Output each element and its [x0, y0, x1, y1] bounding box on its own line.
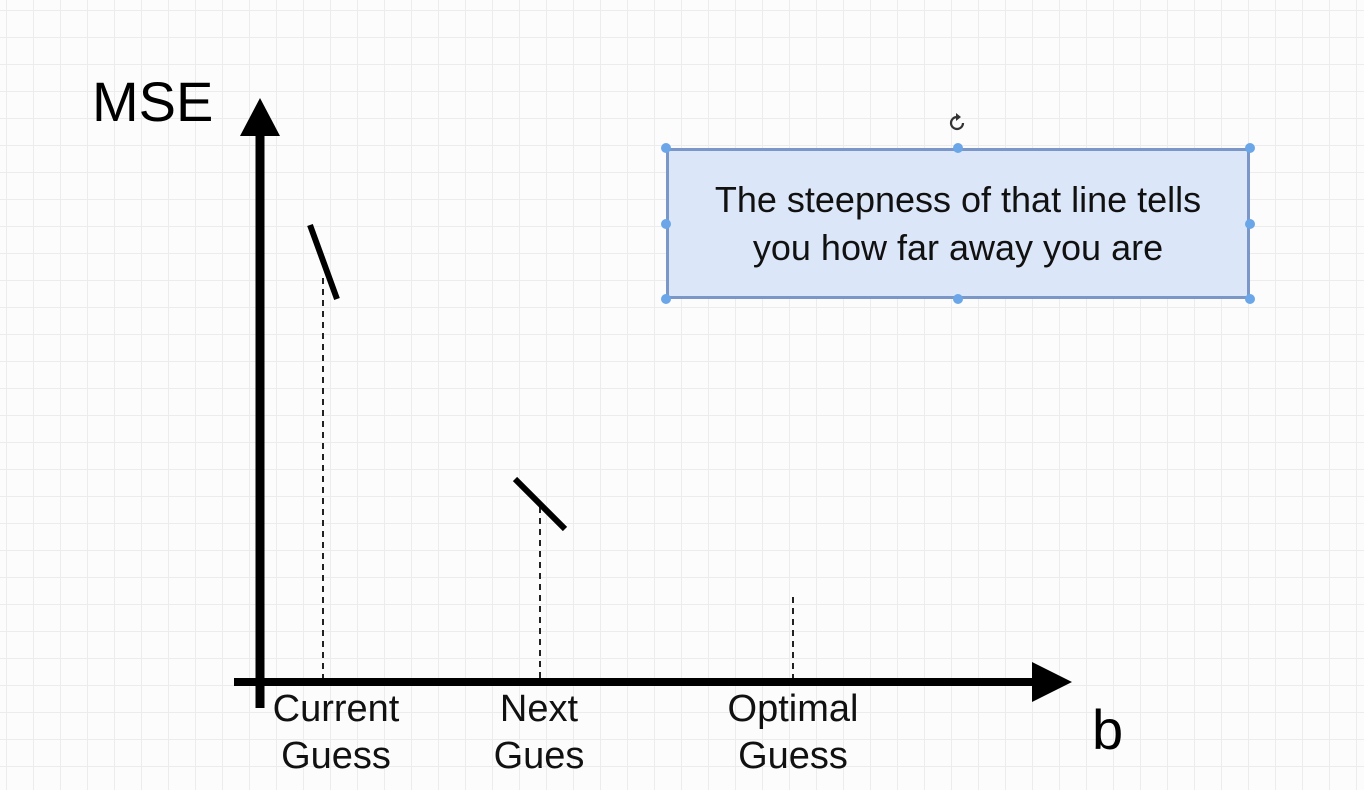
rotate-icon[interactable]	[946, 112, 968, 134]
note-line1: The steepness of that line tells	[714, 178, 1202, 220]
resize-handle-right[interactable]	[1245, 219, 1255, 229]
note-text-box[interactable]: The steepness of that line tells you how…	[666, 148, 1250, 299]
current-guess-label: Current Guess	[236, 686, 436, 780]
next-guess-label-line1: Next	[499, 688, 579, 730]
y-axis-label: MSE	[92, 70, 214, 133]
x-axis-label: b	[1092, 698, 1124, 761]
current-guess-label-line2: Guess	[281, 735, 391, 777]
optimal-guess-label-line2: Guess	[738, 735, 848, 777]
resize-handle-bottom-left[interactable]	[661, 294, 671, 304]
next-guess-label-line2: Gues	[493, 735, 585, 777]
y-axis-arrowhead	[240, 98, 280, 136]
resize-handle-bottom-right[interactable]	[1245, 294, 1255, 304]
note-text[interactable]: The steepness of that line tells you how…	[705, 176, 1211, 272]
current-guess-slope-line	[307, 223, 340, 301]
next-guess-label: Next Gues	[439, 686, 639, 780]
resize-handle-top-left[interactable]	[661, 143, 671, 153]
current-guess-label-line1: Current	[272, 688, 400, 730]
note-line2: you how far away you are	[752, 226, 1164, 268]
resize-handle-left[interactable]	[661, 219, 671, 229]
resize-handle-top[interactable]	[953, 143, 963, 153]
x-axis-arrowhead	[1032, 662, 1072, 702]
next-guess-slope-line	[512, 476, 568, 532]
optimal-guess-label-line1: Optimal	[727, 688, 859, 730]
resize-handle-top-right[interactable]	[1245, 143, 1255, 153]
optimal-guess-label: Optimal Guess	[693, 686, 893, 780]
resize-handle-bottom[interactable]	[953, 294, 963, 304]
